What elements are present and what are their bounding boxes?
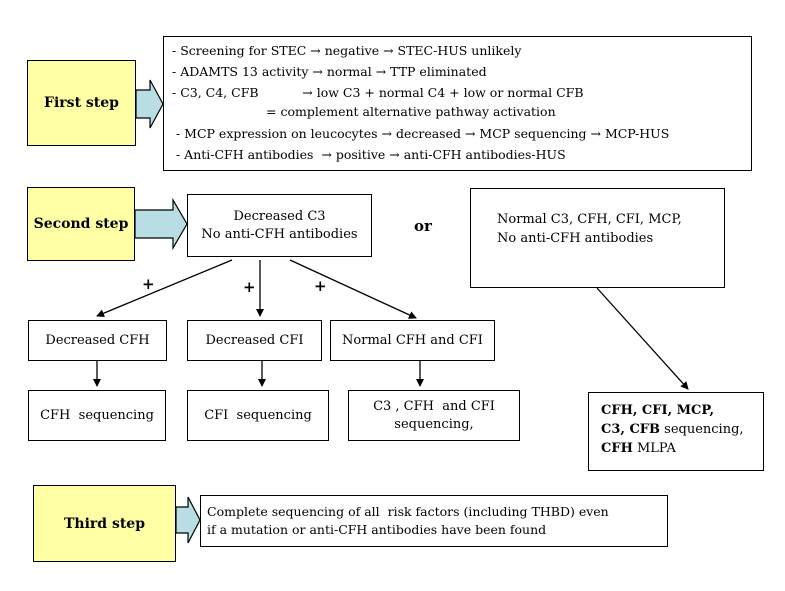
c3-cfh-cfi-line1: C3 , CFH and CFI	[373, 398, 495, 414]
first-step-label: First step	[27, 60, 136, 146]
first-line-antibodies: - Anti-CFH antibodies → positive → anti-…	[172, 147, 566, 162]
cfh-sequencing-text: CFH sequencing	[40, 407, 154, 423]
normal-c3-line1: Normal C3, CFH, CFI, MCP,	[497, 212, 682, 227]
second-step-text: Second step	[33, 216, 129, 232]
arrow-alt-seq	[596, 287, 689, 390]
third-line1: Complete sequencing of all risk factors …	[207, 504, 609, 519]
first-step-text: First step	[44, 95, 119, 111]
decreased-cfh-text: Decreased CFH	[45, 332, 150, 348]
alt-result-bold3: CFH	[601, 441, 633, 456]
third-step-text: Third step	[64, 515, 145, 532]
decreased-cfi-box: Decreased CFI	[187, 320, 322, 361]
cfi-sequencing-box: CFI sequencing	[187, 390, 329, 441]
block-arrow-second	[134, 197, 188, 251]
block-arrow-first	[135, 79, 164, 129]
normal-c3-line2: No anti-CFH antibodies	[497, 231, 654, 246]
c3-cfh-cfi-line2: sequencing,	[394, 416, 474, 432]
arrow-to-normal-cfh-cfi	[289, 259, 417, 319]
normal-cfh-cfi-text: Normal CFH and CFI	[342, 332, 483, 348]
first-line-adamts: - ADAMTS 13 activity → normal → TTP elim…	[172, 64, 487, 79]
c3-cfh-cfi-sequencing-box: C3 , CFH and CFI sequencing,	[348, 390, 520, 441]
alt-result-text2: sequencing,	[660, 422, 744, 437]
plus-sign-normal: +	[314, 277, 327, 295]
full-sequencing-box: CFH, CFI, MCP, C3, CFB sequencing, CFH M…	[588, 392, 764, 471]
or-label: or	[414, 217, 432, 235]
first-step-box: - Screening for STEC → negative → STEC-H…	[163, 36, 752, 171]
plus-sign-cfi: +	[243, 278, 256, 296]
block-arrow-third	[175, 496, 201, 544]
arrow-to-decreased-cfh	[96, 259, 233, 318]
normal-cfh-cfi-box: Normal CFH and CFI	[330, 320, 495, 361]
third-step-box: Complete sequencing of all risk factors …	[200, 495, 668, 547]
first-line-mcp: - MCP expression on leucocytes → decreas…	[172, 126, 670, 141]
alt-result-text3: MLPA	[632, 441, 676, 456]
second-step-label: Second step	[27, 187, 135, 261]
first-line-complement: - C3, C4, CFB → low C3 + normal C4 + low…	[172, 85, 584, 100]
decreased-cfi-text: Decreased CFI	[205, 332, 304, 348]
cfh-sequencing-box: CFH sequencing	[28, 390, 166, 441]
alt-result-bold1: CFH, CFI, MCP,	[601, 403, 714, 418]
normal-c3-box: Normal C3, CFH, CFI, MCP, No anti-CFH an…	[470, 188, 725, 288]
third-line2: if a mutation or anti-CFH antibodies hav…	[207, 522, 547, 537]
decreased-c3-line1: Decreased C3	[233, 208, 326, 224]
first-line-stec: - Screening for STEC → negative → STEC-H…	[172, 43, 522, 58]
alt-result-bold2: C3, CFB	[601, 422, 661, 437]
decreased-c3-line2: No anti-CFH antibodies	[201, 226, 358, 242]
cfi-sequencing-text: CFI sequencing	[204, 407, 312, 423]
decreased-cfh-box: Decreased CFH	[28, 320, 167, 361]
first-line-pathway: = complement alternative pathway activat…	[266, 104, 556, 119]
third-step-label: Third step	[33, 485, 176, 562]
decreased-c3-box: Decreased C3 No anti-CFH antibodies	[187, 194, 372, 257]
plus-sign-cfh: +	[142, 275, 155, 293]
